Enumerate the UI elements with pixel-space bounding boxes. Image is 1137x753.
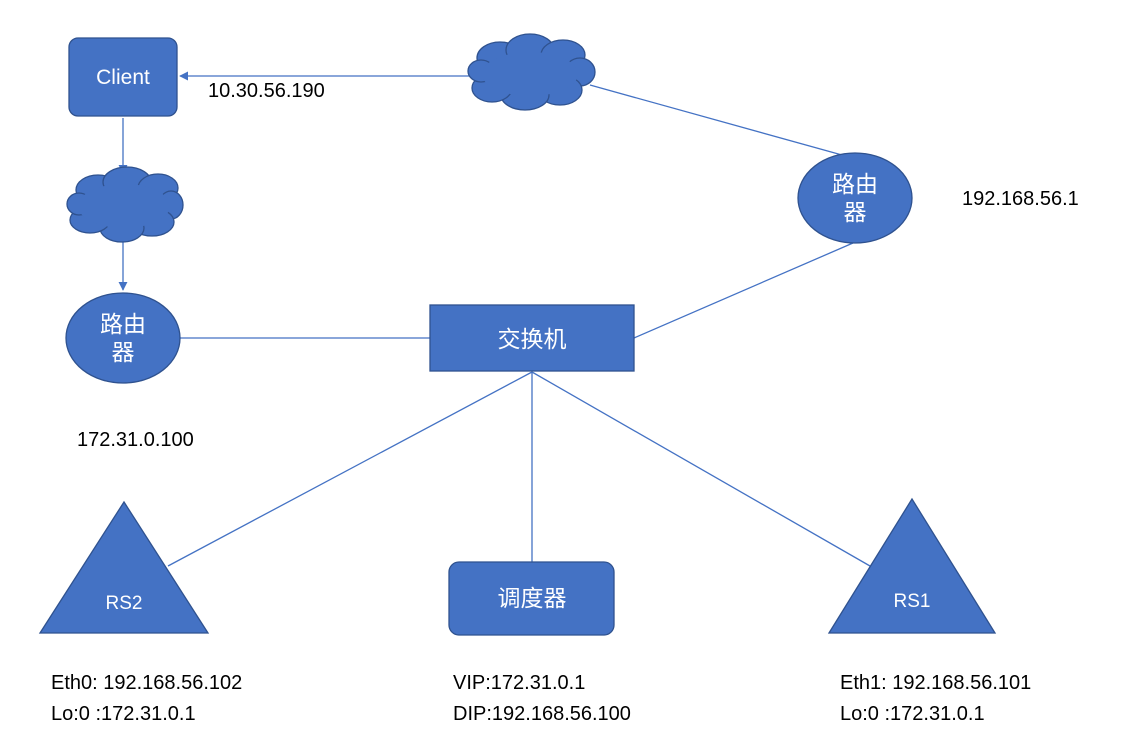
router-left-ip-label: 172.31.0.100: [77, 429, 194, 451]
rs1-lo-label: Lo:0 :172.31.0.1: [840, 703, 985, 725]
link-cloud-top-to-router-right: [589, 84, 843, 156]
client-ip-label: 10.30.56.190: [208, 80, 325, 102]
rs2-label: RS2: [106, 593, 143, 614]
router-right-label-line1: 路由: [832, 172, 878, 198]
router-right-ip-label: 192.168.56.1: [962, 188, 1079, 210]
ip-labels: 10.30.56.190 192.168.56.1 172.31.0.100 E…: [51, 80, 1079, 725]
link-switch-to-rs2: [167, 371, 533, 567]
scheduler-label: 调度器: [498, 586, 567, 612]
router-right-label-line2: 器: [844, 200, 867, 226]
cloud-top: [467, 33, 596, 111]
rs2-lo-label: Lo:0 :172.31.0.1: [51, 703, 196, 725]
rs1-label: RS1: [894, 591, 931, 612]
connections: [118, 71, 871, 567]
switch-label: 交换机: [498, 327, 567, 353]
rs2-node: RS2: [38, 500, 210, 634]
link-switch-to-rs1: [531, 371, 871, 567]
router-right-node: 路由 器: [797, 152, 913, 244]
client-label: Client: [96, 66, 150, 89]
cloud-left: [66, 166, 184, 243]
rs1-node: RS1: [827, 497, 997, 634]
scheduler-vip-label: VIP:172.31.0.1: [453, 672, 585, 694]
scheduler-dip-label: DIP:192.168.56.100: [453, 703, 631, 725]
router-left-label-line1: 路由: [100, 312, 146, 338]
router-left-label-line2: 器: [112, 340, 135, 366]
switch-node: 交换机: [429, 304, 635, 372]
link-router-right-to-switch: [633, 242, 854, 339]
rs1-eth-label: Eth1: 192.168.56.101: [840, 672, 1031, 694]
scheduler-node: 调度器: [448, 561, 615, 636]
rs2-eth-label: Eth0: 192.168.56.102: [51, 672, 242, 694]
router-left-node: 路由 器: [65, 292, 181, 384]
client-node: Client: [68, 37, 178, 117]
